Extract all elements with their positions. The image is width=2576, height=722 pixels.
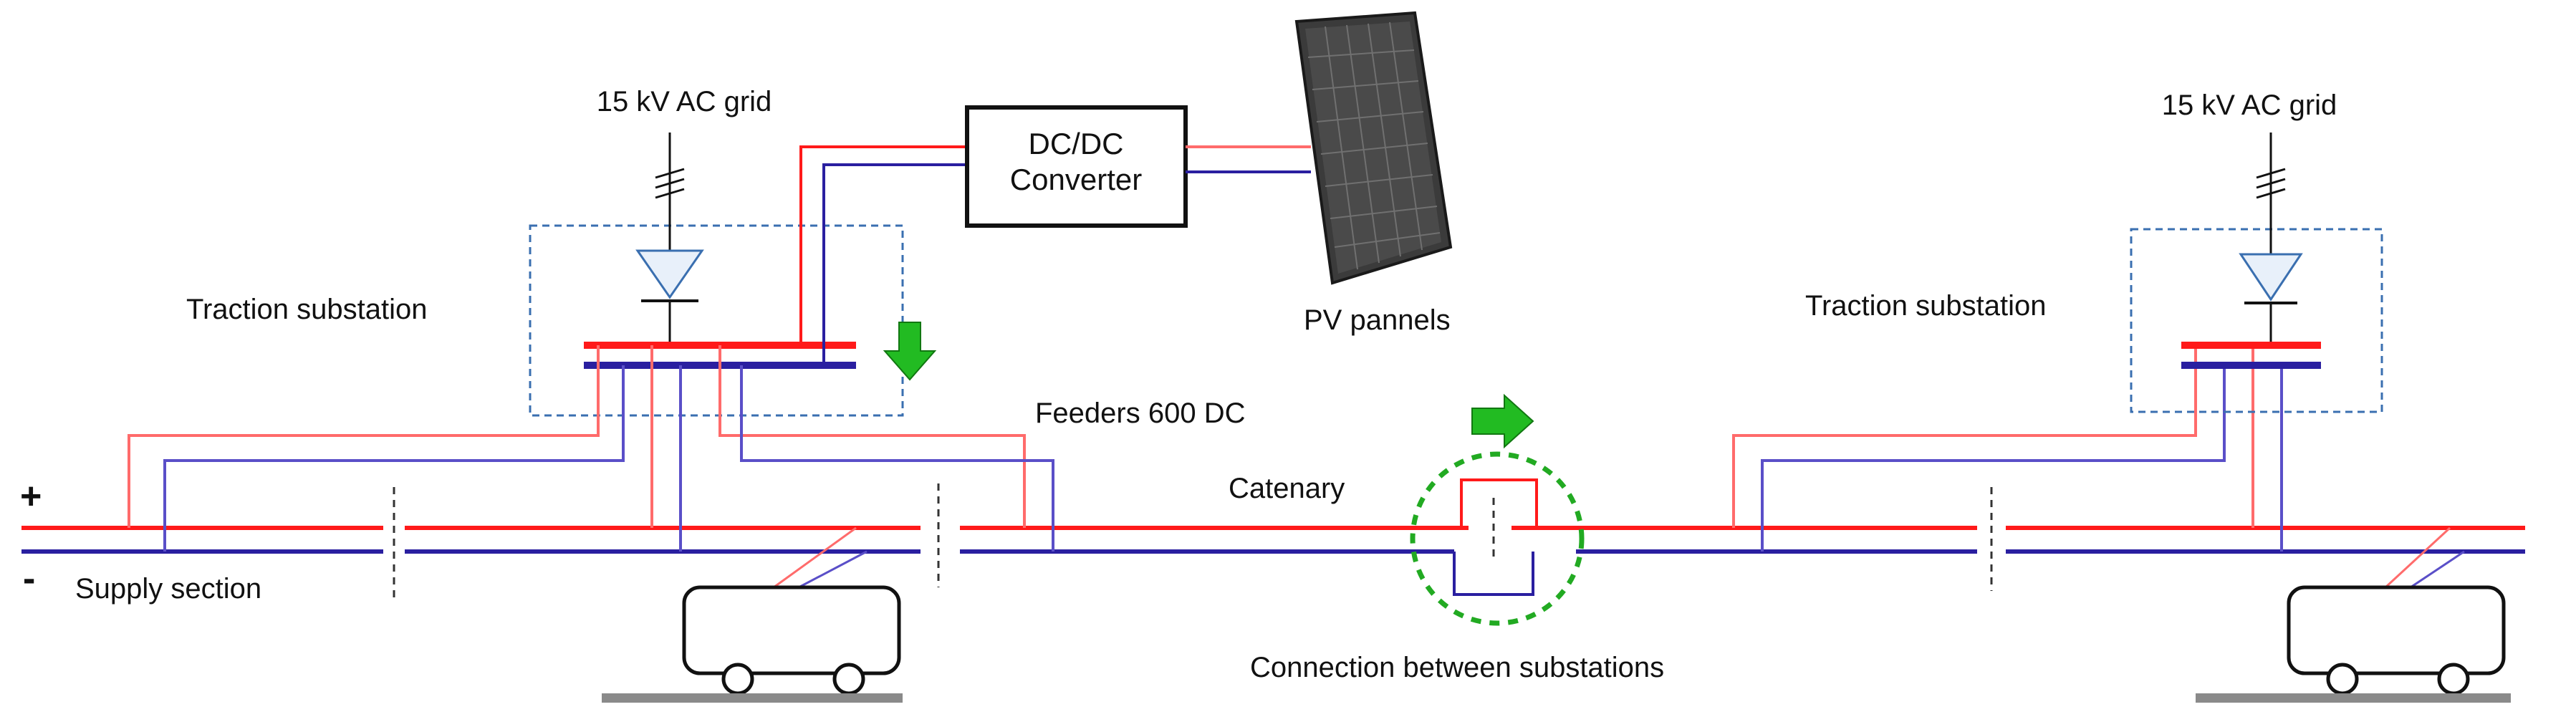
main-conductors <box>21 526 2525 554</box>
converter-label-line1: DC/DC <box>1029 127 1124 160</box>
rectifier-icon <box>2239 253 2303 302</box>
substation-right <box>2130 133 2383 413</box>
minus-sign: - <box>23 558 35 600</box>
grid-right-label: 15 kV AC grid <box>2162 90 2337 121</box>
substation-left-box <box>529 224 904 417</box>
tram-right-icon <box>2196 526 2511 703</box>
substation-right-box <box>2130 228 2383 413</box>
pv-label: PV pannels <box>1304 304 1451 336</box>
down-arrow-icon <box>883 322 937 381</box>
plus-sign: + <box>20 476 42 517</box>
dc-dc-converter: DC/DC Converter <box>965 105 1188 228</box>
labels: 15 kV AC grid 15 kV AC grid Traction sub… <box>20 86 2337 683</box>
pv-panel-icon <box>1294 11 1453 285</box>
substation-connection <box>1410 451 1585 626</box>
grid-left-label: 15 kV AC grid <box>597 86 772 117</box>
converter-box <box>965 105 1188 228</box>
pv-connection <box>1186 145 1311 173</box>
right-arrow-icon <box>1471 393 1534 449</box>
connection-label: Connection between substations <box>1250 652 1664 683</box>
substation-left-label: Traction substation <box>186 294 427 325</box>
feeders-right <box>1732 345 2283 552</box>
ground-right <box>2196 693 2511 703</box>
converter-label-line2: Converter <box>1010 163 1142 196</box>
supply-section-label: Supply section <box>75 573 261 605</box>
power-flow-arrows <box>883 322 1534 449</box>
ground-left <box>602 693 903 703</box>
substation-left <box>529 133 904 417</box>
three-phase-hatch-icon <box>2256 168 2286 199</box>
section-separators <box>393 483 1993 602</box>
substation-right-label: Traction substation <box>1805 290 2046 322</box>
rectifier-icon <box>635 249 704 299</box>
three-phase-hatch-icon <box>655 168 685 199</box>
tram-left-icon <box>602 526 903 703</box>
catenary-label: Catenary <box>1229 473 1345 504</box>
feeders-left <box>128 145 1054 552</box>
feeders-label: Feeders 600 DC <box>1035 398 1245 429</box>
connection-circle <box>1410 451 1585 626</box>
